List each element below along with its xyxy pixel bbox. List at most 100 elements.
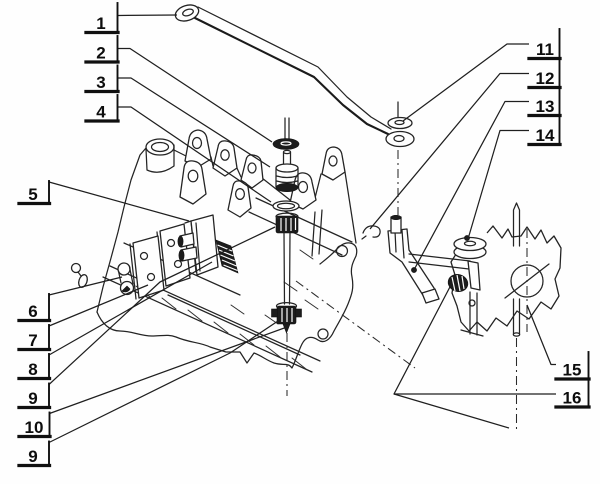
washer-hole [280,141,292,146]
callout-number: 1 [96,14,105,33]
callout-number: 7 [28,331,37,350]
callout-number: 11 [536,40,554,59]
callout-5: 5 [17,180,190,222]
leader-line [526,304,556,366]
block-face-line [248,211,343,256]
block-boss-edge [318,209,323,255]
callout-number: 16 [563,389,582,408]
mounting-hole [335,244,349,258]
lever-foot [421,288,440,304]
leader-line [117,77,271,168]
swivel-link [117,262,135,296]
leader-line [117,14,178,17]
pivot-washer [387,116,413,130]
callout-number: 14 [536,126,555,145]
flat-washer [272,138,300,150]
leader-line [48,320,279,444]
callout-1: 1 [84,2,178,35]
valve-stem-upper [284,117,290,140]
rod-eye-right-hole [393,134,405,143]
callout-number: 6 [28,302,37,321]
callout-3: 3 [84,64,271,168]
control-rod [174,4,415,148]
callout-number: 10 [25,418,44,437]
callout-number: 9 [28,447,37,466]
centerlines [286,150,528,433]
callout-number: 15 [563,361,582,380]
callout-15: 15 [526,304,591,381]
ribbed-collar-lower [271,301,302,334]
callout-2: 2 [84,35,273,143]
rod-eye-right [385,130,415,148]
callout-10: 10 [17,326,288,439]
adjuster-bracket [177,214,239,276]
plate-hole [166,238,176,248]
flange-bolt [70,262,88,288]
callout-13: 13 [414,86,562,269]
right-assembly [361,202,562,337]
callout-4: 4 [84,94,272,203]
push-rod [283,232,291,305]
leader-line [467,129,529,240]
bracket-leg [460,291,484,337]
block-left-edge [96,140,153,313]
mounting-pin [512,202,521,337]
rod-eye-left [174,4,200,22]
lever-strap [408,253,471,270]
leader-line [48,284,149,327]
retaining-clip [361,225,381,240]
leader-dot [411,267,417,273]
callout-number: 5 [28,185,37,204]
callout-number: 13 [536,97,555,116]
callout-number: 12 [536,69,555,88]
callout-12: 12 [369,57,562,230]
callout-7: 7 [17,284,149,352]
leader-line [393,393,510,429]
block-face-line [167,294,301,356]
callout-14: 14 [467,115,562,240]
plate-hole [146,272,156,282]
leader-line [414,100,529,269]
callout-number: 4 [96,103,106,122]
plate-hole [173,259,183,269]
engine-block [70,129,358,373]
callout-16: 16 [393,282,591,429]
block-boss-tube [145,138,175,173]
control-lever [387,215,440,304]
rod-bottom-edge [193,16,390,136]
valve-body [275,149,299,193]
pivot-washer-hole [394,119,405,126]
block-gasket-outline [96,242,358,369]
plate-hole [139,251,149,261]
callout-6: 6 [17,276,123,323]
strap-hook [467,260,481,291]
linkage-plates [117,223,191,300]
leader-line [117,47,273,143]
leader-line [369,72,529,230]
block-face-line [255,197,353,243]
callout-number: 2 [96,44,105,63]
block-ear-lugs [179,129,346,218]
seal-ring-inner [276,202,296,210]
bracket-small-hole [468,299,476,307]
callout-11: 11 [402,28,562,122]
leader-line [48,226,276,385]
leader-line [48,181,190,222]
leader-line [49,326,288,415]
leader-line [117,106,272,203]
leader-line [48,276,123,296]
rod-eye-left-hole [182,8,194,17]
callout-number: 8 [28,360,37,379]
block-boss-edge [311,211,316,257]
ribbed-collar-upper [275,212,299,234]
serrated-comb [215,239,239,274]
pivot-washer-stack [453,236,487,260]
callout-9a: 9 [17,226,276,410]
callout-number: 3 [96,73,105,92]
mounting-hole [317,328,329,340]
valve-stack [271,117,302,334]
assembly-axis [295,280,416,369]
